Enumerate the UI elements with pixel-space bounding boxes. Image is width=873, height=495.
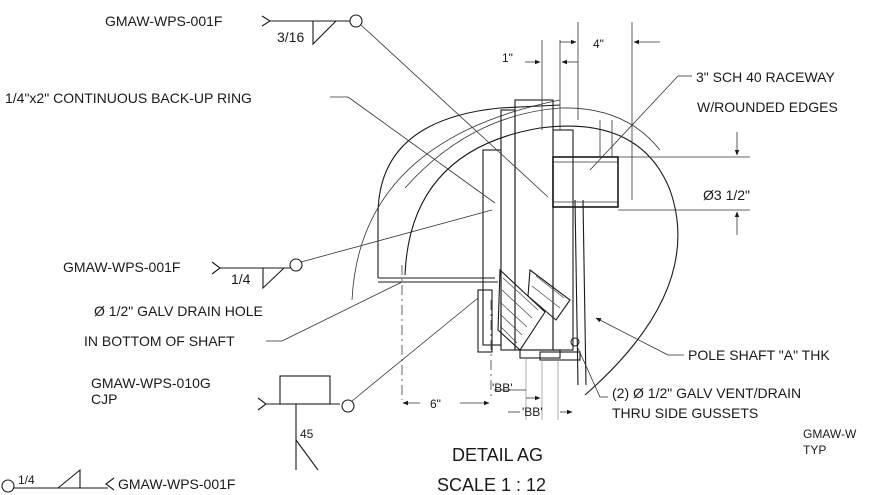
callout-backup-ring: 1/4"x2" CONTINUOUS BACK-UP RING (5, 90, 496, 204)
pole-shaft-outer-wall (574, 199, 587, 386)
weld-cjp-angle: 45 (300, 427, 314, 441)
weld-top-size: 3/16 (277, 29, 304, 45)
pole-shaft-label: POLE SHAFT "A" THK (688, 347, 830, 363)
dim-6in: 6" (430, 397, 441, 411)
weld-symbol-bottom: 1/4 GMAW-WPS-001F (1, 468, 235, 493)
callout-pole-shaft: POLE SHAFT "A" THK (595, 317, 830, 363)
vent-label-1: (2) Ø 1/2" GALV VENT/DRAIN (612, 385, 801, 401)
dim-bb-lower: 'BB' (522, 405, 543, 419)
bottom-gusset-left (477, 289, 493, 353)
detail-scale: SCALE 1 : 12 (437, 475, 546, 495)
callout-raceway: 3" SCH 40 RACEWAY W/ROUNDED EDGES (589, 69, 838, 171)
callout-drain-hole: Ø 1/2" GALV DRAIN HOLE IN BOTTOM OF SHAF… (84, 281, 403, 349)
base-plate-line (378, 277, 498, 283)
callout-vent-drain: (2) Ø 1/2" GALV VENT/DRAIN THRU SIDE GUS… (576, 345, 801, 421)
weld-hatch (497, 268, 571, 351)
dim-4in: 4" (593, 37, 604, 51)
dim-bb-upper: 'BB' (492, 381, 513, 395)
weld-bottom-spec: GMAW-WPS-001F (118, 476, 235, 492)
dimensions: 1" 4" Ø3 1/2" 6" 'BB' 'BB' (402, 22, 750, 419)
weld-right-spec: GMAW-W (803, 427, 857, 441)
detail-title-block: DETAIL AG SCALE 1 : 12 (437, 445, 546, 495)
weld-symbol-cjp: GMAW-WPS-010G CJP 45 (91, 297, 479, 471)
raceway-label-1: 3" SCH 40 RACEWAY (696, 69, 835, 85)
detail-boundary-left-arc (351, 99, 561, 301)
raceway-pipe (552, 156, 619, 208)
weld-middle-size: 1/4 (231, 271, 251, 287)
drain-label-1: Ø 1/2" GALV DRAIN HOLE (94, 303, 263, 319)
detail-geometry (351, 99, 679, 420)
weld-cjp-type: CJP (91, 391, 117, 407)
detail-boundary-outer (377, 104, 561, 278)
weld-right-typ: TYP (803, 443, 826, 457)
detail-title: DETAIL AG (452, 445, 543, 465)
vent-label-2: THRU SIDE GUSSETS (612, 405, 758, 421)
dim-diameter: Ø3 1/2" (703, 187, 750, 203)
weld-middle-spec: GMAW-WPS-001F (63, 259, 180, 275)
detail-circle (404, 125, 679, 396)
pole-shaft-wall-right (552, 129, 574, 351)
dim-1in: 1" (502, 51, 513, 65)
backup-ring-label: 1/4"x2" CONTINUOUS BACK-UP RING (5, 90, 252, 106)
weld-bottom-size: 1/4 (18, 473, 35, 487)
weld-top-spec: GMAW-WPS-001F (105, 13, 222, 29)
weld-symbol-right: GMAW-W TYP (803, 427, 857, 457)
weld-cjp-spec: GMAW-WPS-010G (91, 375, 211, 391)
drain-label-2: IN BOTTOM OF SHAFT (84, 333, 235, 349)
vent-hole-marker (570, 337, 580, 347)
bottom-plate-right (539, 351, 581, 361)
weld-symbol-middle: GMAW-WPS-001F 1/4 (63, 209, 493, 290)
raceway-label-2: W/ROUNDED EDGES (697, 99, 838, 115)
weld-symbol-top: GMAW-WPS-001F 3/16 (105, 13, 549, 198)
